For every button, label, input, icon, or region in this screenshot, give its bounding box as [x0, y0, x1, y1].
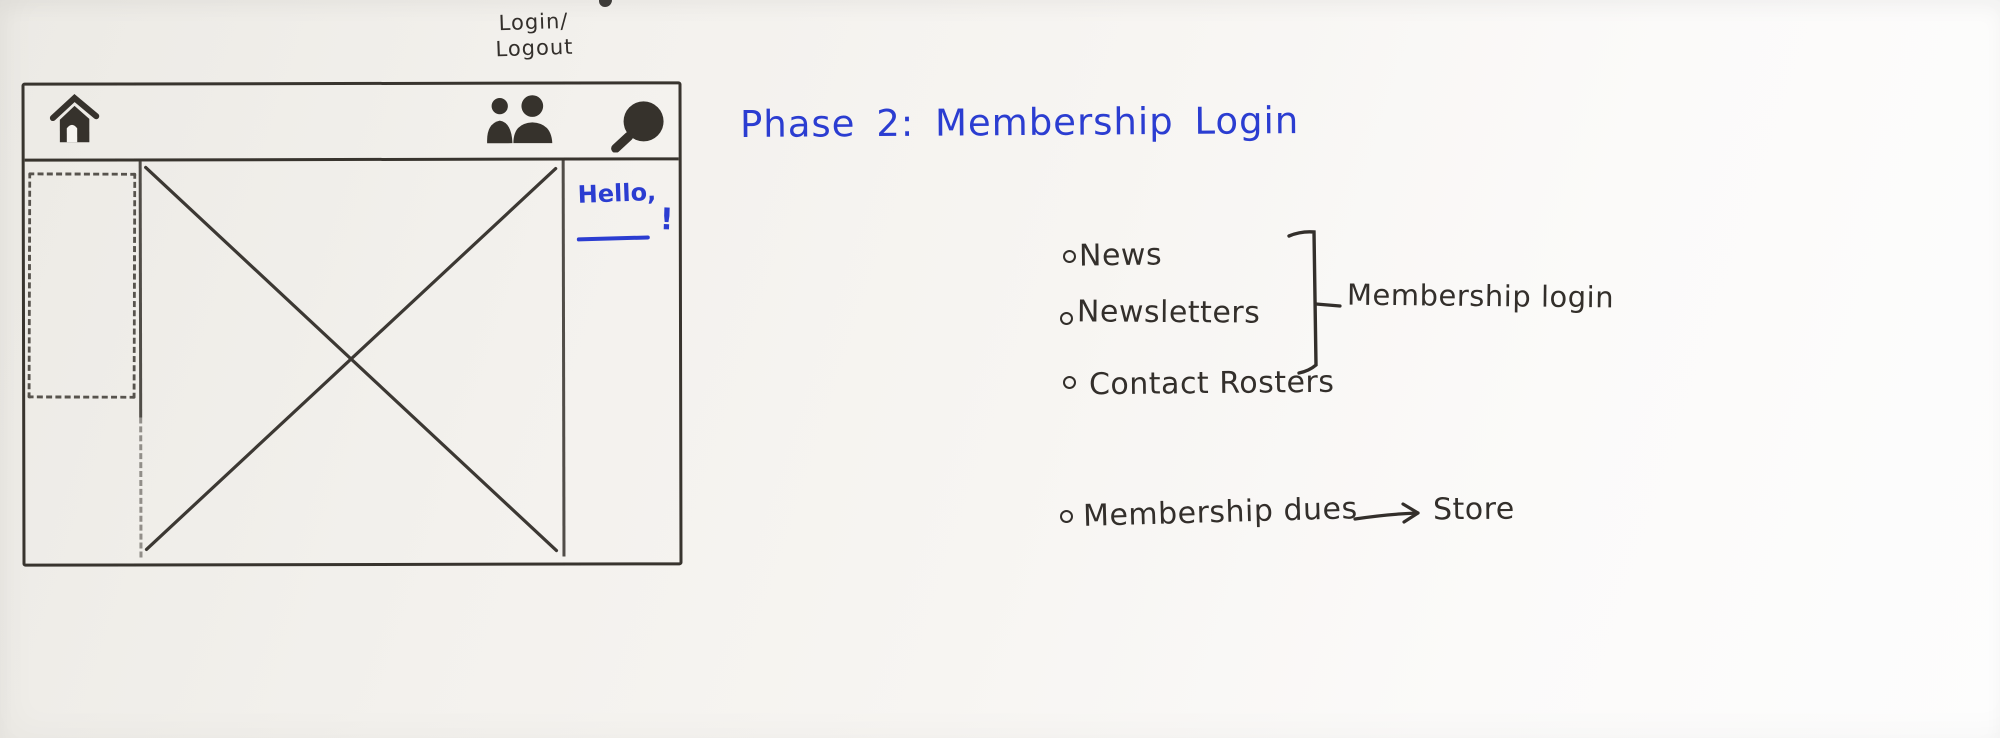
greeting-text: Hello,	[577, 178, 657, 209]
bullet-icon	[1060, 510, 1073, 523]
arrow-icon	[1353, 502, 1420, 524]
membership-dues-note: Membership dues	[1082, 491, 1359, 534]
photo-artifact	[599, 0, 612, 7]
greeting-exclamation: !	[659, 202, 675, 238]
right-panel-divider	[561, 160, 566, 557]
login-logout-note: Login/ Logout	[473, 8, 595, 63]
bullet-icon	[1063, 376, 1076, 389]
home-icon[interactable]	[49, 92, 101, 150]
sidebar-nav-placeholder	[27, 172, 137, 399]
feature-news: News	[1078, 237, 1163, 274]
store-note: Store	[1432, 491, 1515, 528]
browser-wireframe: Hello, !	[21, 81, 683, 567]
username-blank	[576, 235, 650, 242]
bracket	[1287, 230, 1342, 375]
bracket-label: Membership login	[1346, 277, 1615, 315]
search-icon[interactable]	[608, 96, 666, 153]
login-note-line2: Logout	[495, 34, 574, 61]
phase-title: Phase 2: Membership Login	[739, 99, 1300, 146]
users-icon[interactable]	[483, 94, 559, 146]
feature-newsletters: Newsletters	[1076, 294, 1261, 331]
bullet-icon	[1063, 250, 1076, 263]
bullet-icon	[1060, 312, 1073, 325]
toolbar	[24, 84, 679, 162]
content-image-placeholder	[144, 165, 559, 553]
